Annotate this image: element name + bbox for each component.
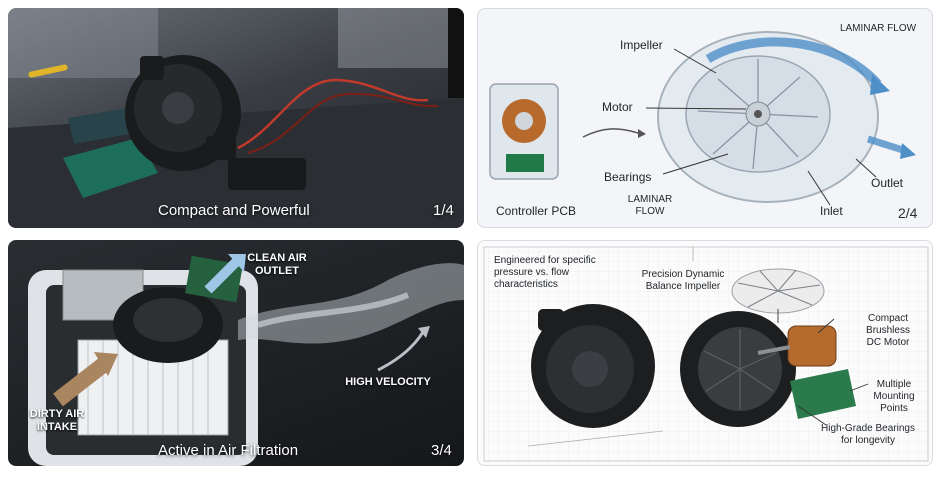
mounting-note: Multiple Mounting Points bbox=[873, 379, 915, 414]
laminar-flow-top-label: LAMINAR FLOW bbox=[839, 23, 917, 34]
panel-engineering-drawing[interactable]: Engineered for specific pressure vs. flo… bbox=[477, 240, 933, 466]
outlet-label: Outlet bbox=[871, 176, 904, 190]
motor-note: Compact Brushless DC Motor bbox=[866, 313, 910, 348]
laminar-flow-bottom-label: LAMINAR FLOW bbox=[627, 194, 673, 217]
inlet-label: Inlet bbox=[820, 204, 843, 218]
impeller-label: Impeller bbox=[620, 38, 663, 52]
panel-caption: Active in Air Filtration bbox=[158, 442, 299, 459]
panel-exploded-diagram[interactable]: Impeller LAMINAR FLOW Motor Bearings LAM… bbox=[477, 8, 933, 228]
impeller-note: Precision Dynamic Balance Impeller bbox=[641, 269, 725, 292]
panel-counter: 2/4 bbox=[898, 205, 918, 221]
air-purifier-illustration bbox=[28, 254, 464, 466]
bearings-note: High-Grade Bearings for longevity bbox=[821, 423, 915, 446]
dirty-air-intake-label: DIRTY AIR INTAKE bbox=[29, 408, 85, 433]
panel-air-filtration[interactable]: CLEAN AIR OUTLET HIGH VELOCITY DIRTY AIR… bbox=[8, 240, 464, 466]
fan-cutaway-illustration bbox=[489, 31, 916, 206]
panel-caption: Compact and Powerful bbox=[158, 202, 310, 219]
controller-pcb-label: Controller PCB bbox=[496, 204, 577, 218]
blueprint-illustration bbox=[483, 246, 929, 462]
high-velocity-label: HIGH VELOCITY bbox=[345, 376, 431, 388]
engineered-note: Engineered for specific pressure vs. flo… bbox=[494, 255, 596, 290]
panel-counter: 3/4 bbox=[431, 442, 452, 459]
panel-compact-powerful[interactable]: Compact and Powerful 1/4 bbox=[8, 8, 464, 228]
bearings-label: Bearings bbox=[604, 170, 652, 184]
clean-air-outlet-label: CLEAN AIR OUTLET bbox=[247, 252, 307, 277]
desk-scene-illustration bbox=[8, 8, 464, 228]
motor-label: Motor bbox=[602, 100, 633, 114]
panel-counter: 1/4 bbox=[433, 202, 454, 219]
